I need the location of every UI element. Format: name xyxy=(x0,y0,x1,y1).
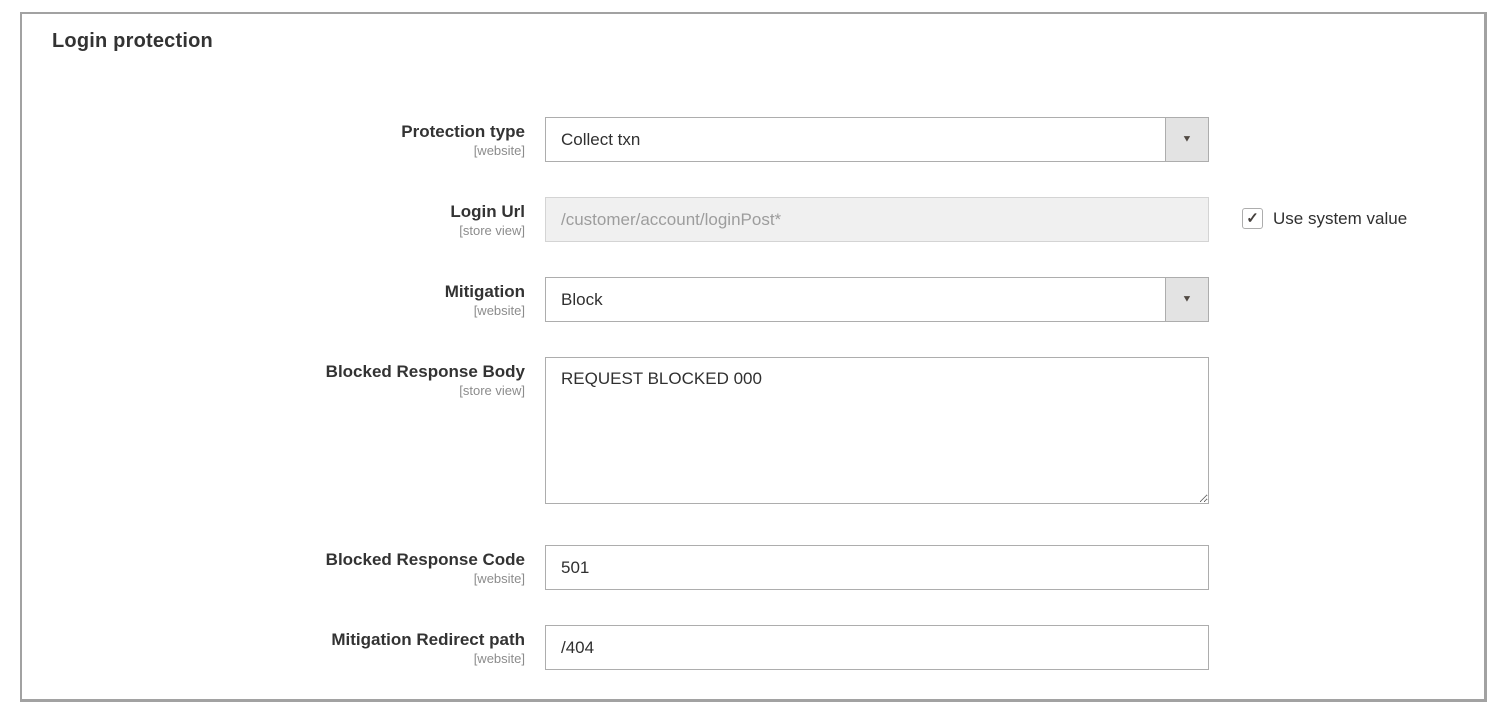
field-label-block: Blocked Response Body [store view] xyxy=(22,357,545,399)
field-row-protection-type: Protection type [website] Collect txn ▼ xyxy=(22,117,1484,162)
select-selected-value: Collect txn xyxy=(561,130,641,149)
login-url-input[interactable] xyxy=(545,197,1209,242)
login-protection-form: Protection type [website] Collect txn ▼ … xyxy=(22,117,1484,670)
select-dropdown-button[interactable]: ▼ xyxy=(1165,278,1208,321)
field-row-blocked-response-body: Blocked Response Body [store view] REQUE… xyxy=(22,357,1484,504)
field-label: Protection type xyxy=(401,122,525,141)
login-protection-section: Login protection Protection type [websit… xyxy=(20,12,1487,702)
field-label-block: Mitigation [website] xyxy=(22,277,545,319)
field-control xyxy=(545,545,1209,590)
field-scope: [website] xyxy=(473,303,525,318)
field-label-block: Mitigation Redirect path [website] xyxy=(22,625,545,667)
field-row-mitigation: Mitigation [website] Block ▼ xyxy=(22,277,1484,322)
checkmark-icon: ✓ xyxy=(1246,210,1259,227)
mitigation-redirect-path-input[interactable] xyxy=(545,625,1209,670)
use-system-value-checkbox[interactable]: ✓ Use system value xyxy=(1242,197,1407,229)
field-control: ✓ Use system value xyxy=(545,197,1407,242)
field-scope: [store view] xyxy=(459,383,525,398)
checkbox-label: Use system value xyxy=(1273,208,1408,228)
chevron-down-icon: ▼ xyxy=(1181,133,1193,145)
field-label: Mitigation xyxy=(444,282,525,301)
blocked-response-body-textarea[interactable]: REQUEST BLOCKED 000 xyxy=(545,357,1209,504)
field-control xyxy=(545,625,1209,670)
protection-type-select[interactable]: Collect txn ▼ xyxy=(545,117,1209,162)
field-scope: [website] xyxy=(473,143,525,158)
field-scope: [store view] xyxy=(459,223,525,238)
checkbox-checked-icon[interactable]: ✓ xyxy=(1242,208,1263,229)
field-control: REQUEST BLOCKED 000 xyxy=(545,357,1209,504)
field-row-mitigation-redirect-path: Mitigation Redirect path [website] xyxy=(22,625,1484,670)
field-label-block: Protection type [website] xyxy=(22,117,545,159)
field-label: Login Url xyxy=(450,202,525,221)
chevron-down-icon: ▼ xyxy=(1181,293,1193,305)
page-title: Login protection xyxy=(52,30,213,52)
field-label: Blocked Response Body xyxy=(325,362,525,381)
mitigation-select[interactable]: Block ▼ xyxy=(545,277,1209,322)
select-dropdown-button[interactable]: ▼ xyxy=(1165,118,1208,161)
field-control: Collect txn ▼ xyxy=(545,117,1209,162)
field-label: Mitigation Redirect path xyxy=(331,630,525,649)
select-selected-value: Block xyxy=(561,290,603,309)
field-label-block: Login Url [store view] xyxy=(22,197,545,239)
field-row-login-url: Login Url [store view] ✓ Use system valu… xyxy=(22,197,1484,242)
field-control: Block ▼ xyxy=(545,277,1209,322)
field-scope: [website] xyxy=(473,571,525,586)
field-label: Blocked Response Code xyxy=(325,550,525,569)
field-label-block: Blocked Response Code [website] xyxy=(22,545,545,587)
field-row-blocked-response-code: Blocked Response Code [website] xyxy=(22,545,1484,590)
field-scope: [website] xyxy=(473,651,525,666)
blocked-response-code-input[interactable] xyxy=(545,545,1209,590)
